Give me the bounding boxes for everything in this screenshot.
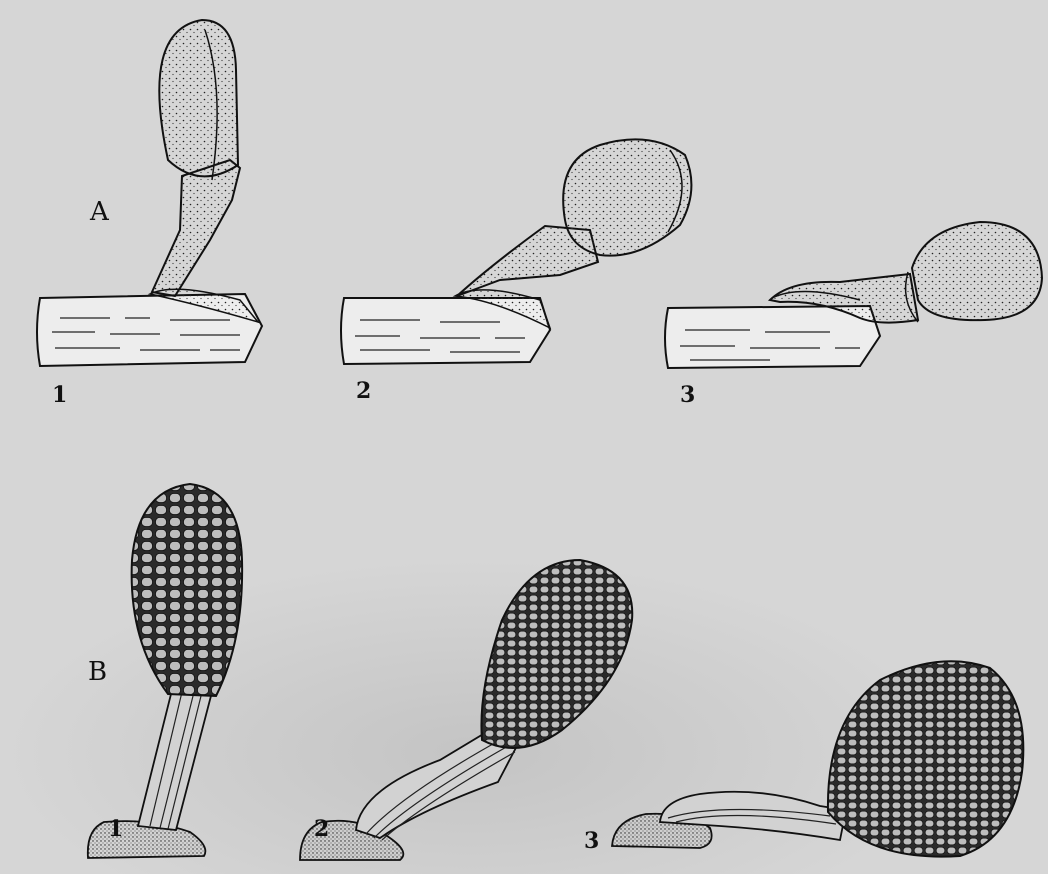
stage-b2-label: 2 — [314, 816, 329, 842]
stage-b1-label: 1 — [108, 816, 123, 842]
stage-a1-label: 1 — [52, 382, 67, 408]
stage-b3-label: 3 — [584, 828, 599, 854]
stage-a3-label: 3 — [680, 382, 695, 408]
panel-a-label: A — [89, 197, 110, 227]
stage-a2-label: 2 — [356, 378, 371, 404]
panel-b-label: B — [88, 657, 107, 687]
